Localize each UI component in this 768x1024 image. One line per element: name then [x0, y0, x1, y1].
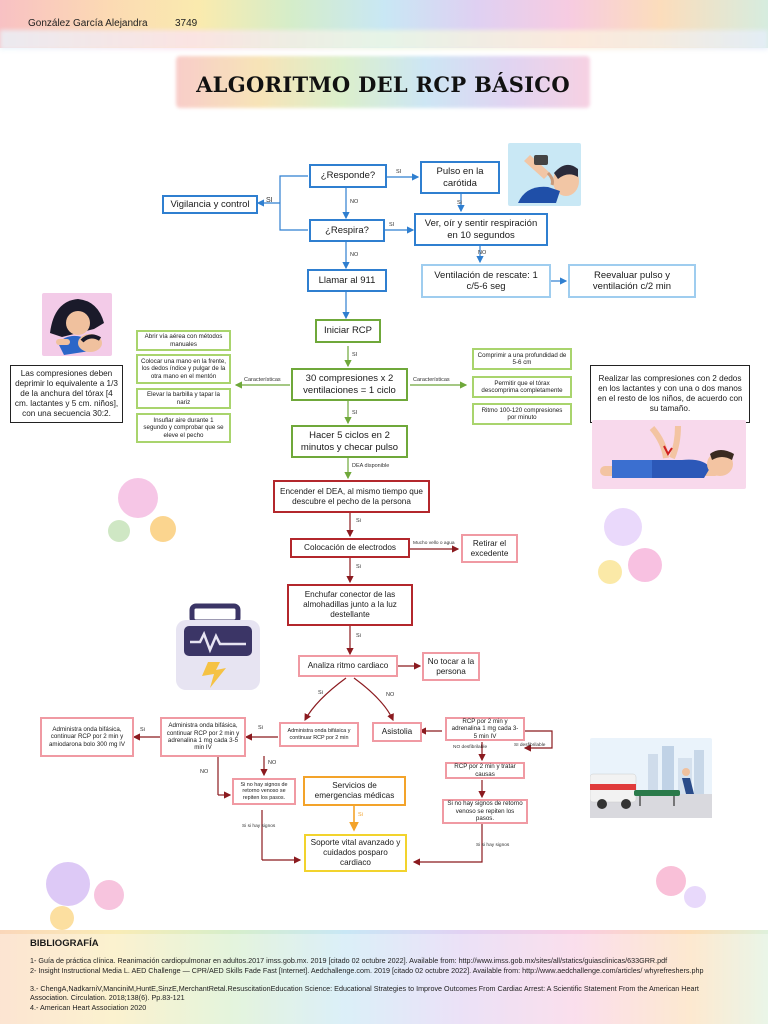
- node-electrodos: Colocación de electrodos: [290, 538, 410, 558]
- node-pulso-carotida: Pulso en la carótida: [420, 161, 500, 194]
- defibrillator-illustration: [170, 600, 266, 696]
- decor-blob: [604, 508, 642, 546]
- side-left-item: Insuflar aire durante 1 segundo y compro…: [136, 413, 231, 443]
- side-left-item: Colocar una mano en la frente, los dedos…: [136, 354, 231, 384]
- bibliography-backdrop: [0, 934, 768, 1024]
- node-ventilacion-rescate: Ventilación de rescate: 1 c/5-6 seg: [421, 264, 551, 298]
- label-si: SI: [352, 352, 358, 358]
- label-no: NO: [478, 250, 487, 256]
- ambulance-illustration: [589, 738, 712, 818]
- label-si: Si: [356, 564, 361, 570]
- author-number: 3749: [175, 18, 198, 29]
- child-cpr-icon: [600, 425, 734, 478]
- node-admin-onda-mid: Administra onda bifásica y continuar RCP…: [279, 722, 359, 747]
- label-caracteristicas: Características: [244, 377, 281, 383]
- side-left-item: Elevar la barbilla y tapar la nariz: [136, 388, 231, 409]
- node-llamar-911: Llamar al 911: [307, 269, 387, 292]
- label-si-hay-signos: Si si hay signos: [242, 824, 276, 829]
- note-right: Realizar las compresiones con 2 dedos en…: [590, 365, 750, 423]
- decor-blob: [118, 478, 158, 518]
- side-right-item: Permitir que el tórax descomprima comple…: [472, 376, 572, 398]
- label-no: NO: [200, 769, 209, 775]
- label-si: SI: [396, 169, 402, 175]
- side-right-item: Ritmo 100-120 compresiones por minuto: [472, 403, 572, 425]
- label-mucho-vello: Mucho vello o agua: [413, 541, 455, 546]
- label-si: Si: [356, 518, 361, 524]
- node-admin-adrenalina: Administra onda bifásica, continuar RCP …: [160, 717, 246, 757]
- decor-blob: [684, 886, 706, 908]
- bibliography-item: 2- Insight Instructional Media L. AED Ch…: [30, 966, 704, 975]
- node-hacer-5-ciclos: Hacer 5 ciclos en 2 minutos y checar pul…: [291, 425, 408, 458]
- rescue-breath-illustration: [42, 293, 112, 356]
- decor-blob: [150, 516, 176, 542]
- decor-blob: [108, 520, 130, 542]
- label-no: NO: [268, 760, 277, 766]
- label-no: NO: [350, 199, 359, 205]
- child-cpr-illustration: [592, 420, 746, 489]
- decor-blob: [94, 880, 124, 910]
- decor-blob: [50, 906, 74, 930]
- ambulance-icon: [589, 746, 712, 818]
- pulse-check-icon: [518, 155, 579, 203]
- label-si: Si: [358, 812, 363, 818]
- node-responde: ¿Responde?: [309, 164, 387, 188]
- decor-blob: [46, 862, 90, 906]
- node-retirar-excedente: Retirar el excedente: [461, 534, 518, 563]
- node-no-tocar: No tocar a la persona: [422, 652, 480, 681]
- decor-blob: [628, 548, 662, 582]
- decor-blob: [656, 866, 686, 896]
- node-rcp-adrenalina: RCP por 2 min y adrenalina 1 mg cada 3-5…: [445, 717, 525, 741]
- label-si: Si: [318, 690, 323, 696]
- label-caracteristicas: Características: [413, 377, 450, 383]
- node-admin-amiodarona: Administra onda bifásica, continuar RCP …: [40, 717, 134, 757]
- top-watercolor-band-accent: [0, 30, 768, 50]
- node-si-no-hay-der: Si no hay signos de retorno venoso se re…: [442, 799, 528, 824]
- node-rcp-causas: RCP por 2 min y tratar causas: [445, 762, 525, 779]
- side-right-item: Comprimir a una profundidad de 5-6 cm: [472, 348, 572, 370]
- node-servicios-emergencias: Servicios de emergencias médicas: [303, 776, 406, 806]
- label-si: SI: [389, 222, 395, 228]
- label-dea: DEA disponible: [352, 463, 390, 469]
- label-si: SI: [266, 197, 273, 204]
- title-watercolor: [176, 56, 590, 108]
- node-vigilancia: Vigilancia y control: [162, 195, 258, 214]
- node-encender-dea: Encender el DEA, al mismo tiempo que des…: [273, 480, 430, 513]
- rescue-breath-icon: [50, 299, 104, 355]
- label-si: Si: [356, 633, 361, 639]
- label-si: Si: [258, 725, 263, 731]
- node-soporte-vital: Soporte vital avanzado y cuidados pospar…: [304, 834, 407, 872]
- label-si-desfibrilable: SI desfibrilable: [514, 743, 546, 748]
- node-asistolia: Asistolia: [372, 722, 422, 742]
- label-si: SI: [352, 410, 358, 416]
- bibliography-heading: BIBLIOGRAFÍA: [30, 938, 99, 949]
- side-left-item: Abrir vía aérea con métodos manuales: [136, 330, 231, 351]
- page-title: ALGORITMO DEL RCP BÁSICO: [196, 72, 570, 97]
- bibliography-item: 3.- ChengA,NadkarniV,ManciniM,HuntE,Sinz…: [30, 984, 699, 1002]
- note-left: Las compresiones deben deprimir lo equiv…: [10, 365, 123, 423]
- bibliography-item: 1- Guía de práctica clínica. Reanimación…: [30, 956, 668, 965]
- node-iniciar-rcp: Iniciar RCP: [315, 319, 381, 343]
- label-si: Si: [140, 727, 145, 733]
- label-no-desfibrilable: NO desfibrilable: [453, 745, 488, 750]
- label-no: NO: [386, 692, 395, 698]
- node-si-no-hay-izq: Si no hay signos de retorno venoso se re…: [232, 778, 296, 805]
- pulse-check-illustration: [508, 143, 581, 206]
- node-reevaluar: Reevaluar pulso y ventilación c/2 min: [568, 264, 696, 298]
- label-no: NO: [350, 252, 359, 258]
- author-name: González García Alejandra: [28, 18, 148, 29]
- decor-blob: [598, 560, 622, 584]
- node-respira: ¿Respira?: [309, 219, 385, 242]
- node-ver-oir-sentir: Ver, oír y sentir respiración en 10 segu…: [414, 213, 548, 246]
- defibrillator-icon: [176, 603, 260, 690]
- bottom-watercolor-band: [0, 930, 768, 1024]
- node-enchufar: Enchufar conector de las almohadillas ju…: [287, 584, 413, 626]
- node-analiza-ritmo: Analiza ritmo cardiaco: [298, 655, 398, 677]
- node-30-compresiones: 30 compresiones x 2 ventilaciones = 1 ci…: [291, 368, 408, 401]
- label-si-hay-signos: Si si hay signos: [476, 843, 510, 848]
- bibliography-item: 4.- American Heart Association 2020: [30, 1003, 147, 1012]
- label-si: Si: [457, 200, 462, 206]
